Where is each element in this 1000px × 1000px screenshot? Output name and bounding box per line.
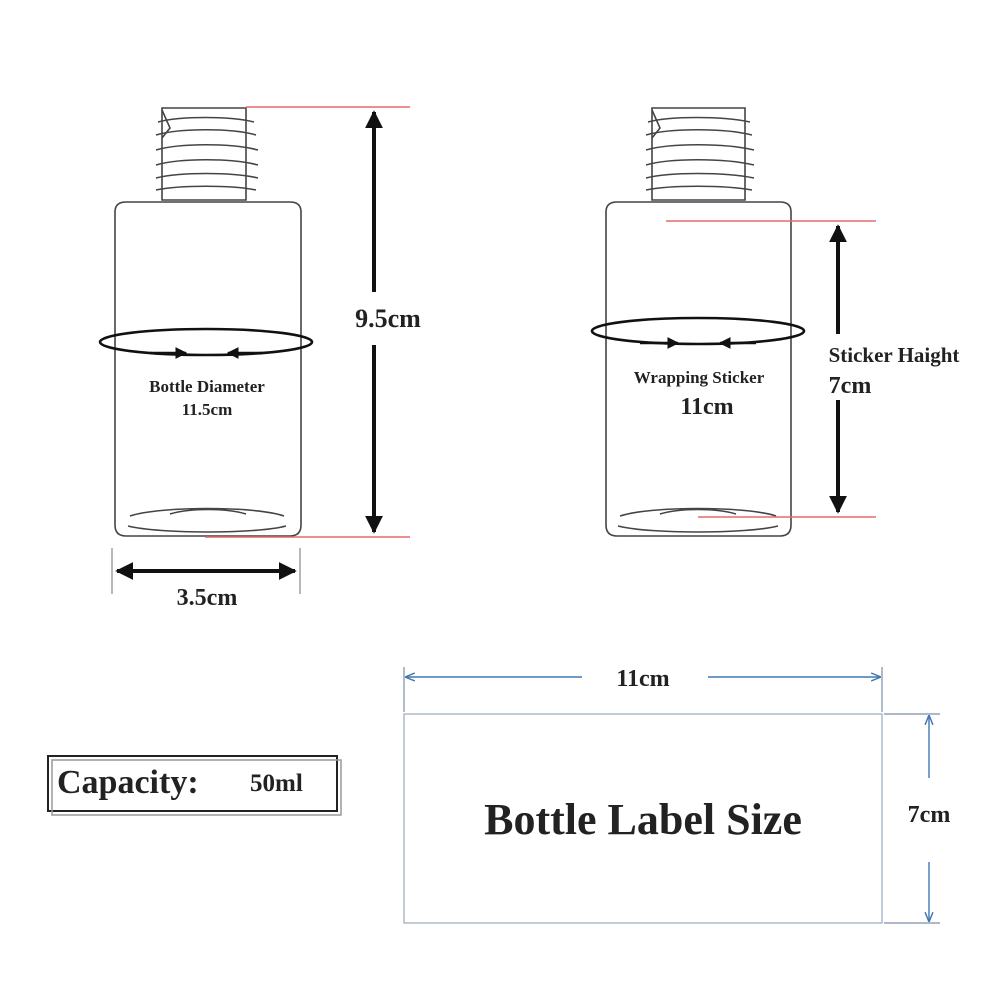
width-dimension: 3.5cm	[111, 548, 301, 611]
left-bottle-neck	[155, 107, 259, 201]
capacity-value: 50ml	[250, 770, 303, 797]
right-bottle-base	[617, 507, 779, 533]
right-bottle-neck	[645, 107, 755, 201]
sticker-height-dimension: Sticker Haight 7cm	[666, 220, 978, 518]
wrapping-sticker-label: Wrapping Sticker	[634, 368, 765, 387]
label-rectangle	[403, 713, 883, 924]
left-diameter-ring	[98, 327, 314, 359]
label-height-value: 7cm	[908, 802, 951, 828]
label-panel-title: Bottle Label Size	[484, 795, 802, 844]
left-bottle-body	[114, 201, 302, 537]
left-bottle-base	[127, 507, 287, 533]
right-wrap-ring	[590, 316, 806, 349]
left-bottle: Bottle Diameter 11.5cm	[98, 107, 314, 537]
right-bottle: Wrapping Sticker 11cm	[590, 107, 806, 537]
width-value: 3.5cm	[177, 585, 238, 611]
height-dimension: 9.5cm	[205, 106, 421, 538]
sticker-height-value: 7cm	[829, 373, 872, 399]
wrapping-sticker-value: 11cm	[680, 394, 733, 420]
height-value: 9.5cm	[355, 304, 421, 333]
capacity-label: Capacity:	[57, 764, 199, 801]
bottle-diameter-value: 11.5cm	[182, 400, 233, 419]
right-bottle-body	[605, 201, 792, 537]
label-size-panel: Bottle Label Size 11cm 7cm	[403, 666, 951, 924]
sticker-height-label: Sticker Haight	[829, 343, 960, 367]
label-width-value: 11cm	[616, 666, 669, 692]
bottle-diameter-label: Bottle Diameter	[149, 377, 265, 396]
capacity-box: Capacity: 50ml	[47, 755, 342, 816]
